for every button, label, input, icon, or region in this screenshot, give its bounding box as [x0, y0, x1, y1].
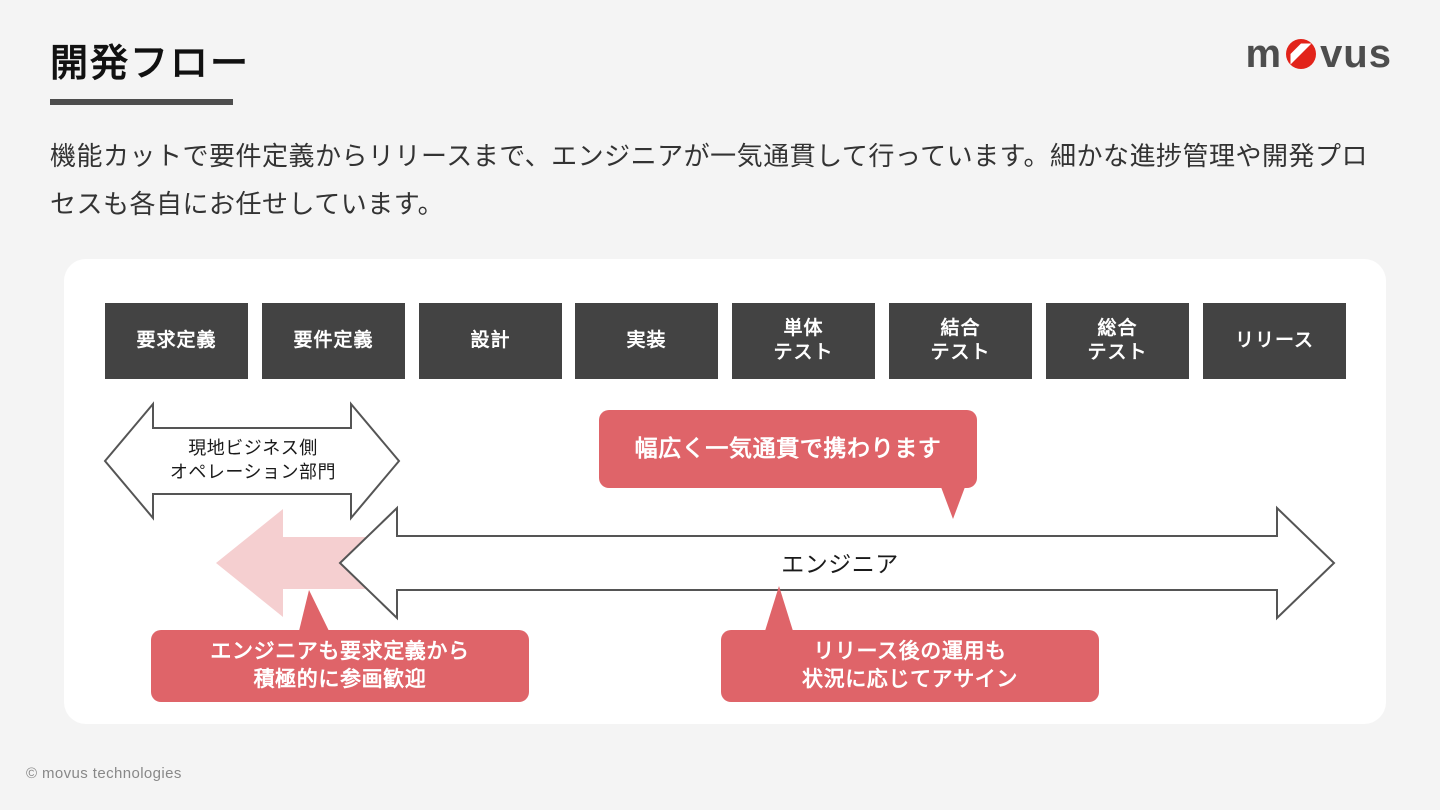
movus-o-mark-icon [1285, 38, 1317, 70]
phase-label-line-2: テスト [773, 342, 834, 363]
phase-label-line-2: テスト [930, 342, 991, 363]
callout-post-release: リリース後の運用も 状況に応じてアサイン [721, 630, 1099, 702]
phase-box-6: 結合 テスト [889, 303, 1032, 379]
callout-early-involvement: エンジニアも要求定義から 積極的に参画歓迎 [151, 630, 529, 702]
business-arrow-label: 現地ビジネス側 オペレーション部門 [169, 438, 337, 483]
phase-box-7: 総合 テスト [1046, 303, 1189, 379]
callout-breadth: 幅広く一気通貫で携わります [599, 410, 977, 488]
movus-logo: m vus [1245, 34, 1392, 74]
logo-text-before: m [1245, 32, 1283, 76]
phase-label-line-1: 総合 [1097, 318, 1138, 340]
lead-paragraph: 機能カットで要件定義からリリースまで、エンジニアが一気通貫して行っています。細か… [50, 141, 1368, 220]
phase-box-4: 実装 [575, 303, 718, 379]
phase-box-8: リリース [1203, 303, 1346, 379]
page-title: 開発フロー [50, 43, 251, 85]
phase-label-line-1: 要求定義 [136, 330, 217, 352]
phase-box-row: 要求定義 要件定義 設計 実装 単体 テスト 結合 テスト 総合 テスト [105, 303, 1346, 379]
phase-box-1: 要求定義 [105, 303, 248, 379]
phase-label-line-1: 単体 [783, 318, 824, 340]
title-underline-rule [50, 99, 233, 105]
phase-label-line-1: リリース [1234, 330, 1315, 352]
phase-label-line-1: 要件定義 [293, 330, 374, 352]
phase-label-line-2: テスト [1087, 342, 1148, 363]
engineer-arrow-label: エンジニア [781, 551, 899, 577]
phase-box-3: 設計 [419, 303, 562, 379]
phase-box-2: 要件定義 [262, 303, 405, 379]
phase-label-line-1: 結合 [940, 318, 981, 340]
logo-text-after: vus [1320, 32, 1392, 76]
phase-label-line-1: 実装 [626, 330, 667, 352]
phase-box-5: 単体 テスト [732, 303, 875, 379]
footer-copyright: © movus technologies [26, 765, 182, 782]
phase-label-line-1: 設計 [470, 330, 511, 352]
